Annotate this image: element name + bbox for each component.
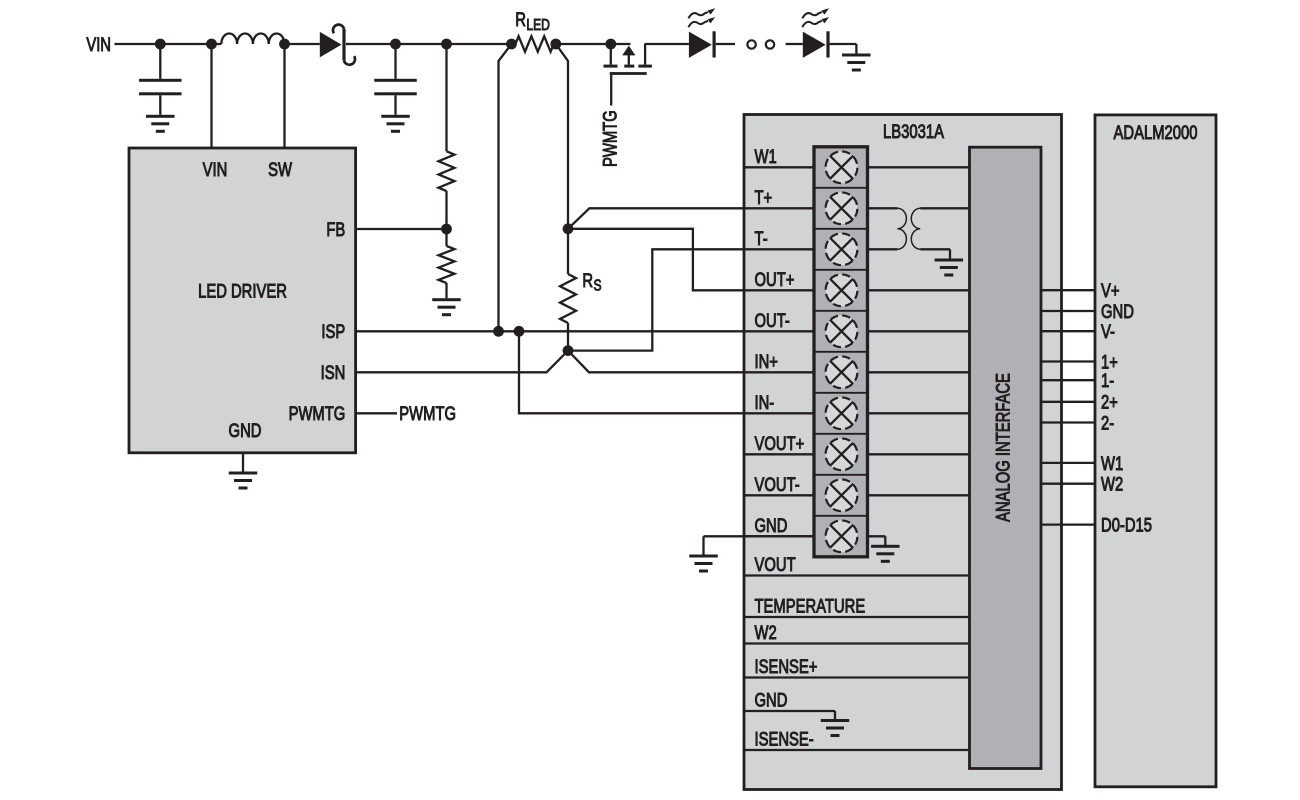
- svg-text:T-: T-: [755, 228, 768, 249]
- svg-text:TEMPERATURE: TEMPERATURE: [755, 596, 866, 617]
- svg-text:1-: 1-: [1101, 370, 1114, 391]
- svg-text:ISN: ISN: [321, 362, 346, 383]
- svg-text:ISENSE-: ISENSE-: [755, 729, 814, 750]
- svg-text:PWMTG: PWMTG: [600, 110, 621, 167]
- svg-text:W1: W1: [1101, 453, 1123, 474]
- svg-text:LB3031A: LB3031A: [883, 121, 944, 142]
- svg-text:SW: SW: [268, 159, 292, 180]
- svg-text:GND: GND: [229, 420, 262, 441]
- svg-text:V+: V+: [1101, 280, 1120, 301]
- svg-text:IN-: IN-: [755, 392, 775, 413]
- svg-text:D0-D15: D0-D15: [1101, 515, 1152, 536]
- svg-text:GND: GND: [755, 690, 788, 711]
- svg-text:ISENSE+: ISENSE+: [755, 656, 818, 677]
- svg-text:V-: V-: [1101, 321, 1115, 342]
- svg-text:ADALM2000: ADALM2000: [1114, 122, 1198, 143]
- svg-text:OUT-: OUT-: [755, 310, 790, 331]
- svg-text:GND: GND: [1101, 301, 1134, 322]
- svg-text:2-: 2-: [1101, 413, 1114, 434]
- svg-text:VIN: VIN: [86, 34, 111, 55]
- svg-text:W1: W1: [755, 146, 777, 167]
- svg-text:R: R: [582, 270, 593, 291]
- svg-text:IN+: IN+: [755, 351, 778, 372]
- svg-text:PWMTG: PWMTG: [399, 403, 456, 424]
- svg-text:VOUT-: VOUT-: [755, 474, 800, 495]
- svg-text:W2: W2: [755, 622, 777, 643]
- svg-text:1+: 1+: [1101, 352, 1118, 373]
- svg-text:VOUT: VOUT: [755, 554, 796, 575]
- svg-text:GND: GND: [755, 515, 788, 536]
- svg-text:ISP: ISP: [321, 321, 345, 342]
- svg-text:LED: LED: [526, 15, 549, 33]
- svg-text:VOUT+: VOUT+: [755, 433, 805, 454]
- svg-text:2+: 2+: [1101, 392, 1118, 413]
- svg-text:VIN: VIN: [203, 159, 228, 180]
- svg-text:FB: FB: [326, 219, 345, 240]
- svg-text:PWMTG: PWMTG: [289, 403, 346, 424]
- svg-text:LED DRIVER: LED DRIVER: [198, 281, 287, 302]
- svg-text:OUT+: OUT+: [755, 269, 795, 290]
- svg-text:T+: T+: [755, 187, 773, 208]
- svg-text:ANALOG INTERFACE: ANALOG INTERFACE: [993, 373, 1014, 522]
- svg-text:R: R: [515, 9, 526, 30]
- svg-text:S: S: [594, 276, 602, 294]
- svg-text:W2: W2: [1101, 474, 1123, 495]
